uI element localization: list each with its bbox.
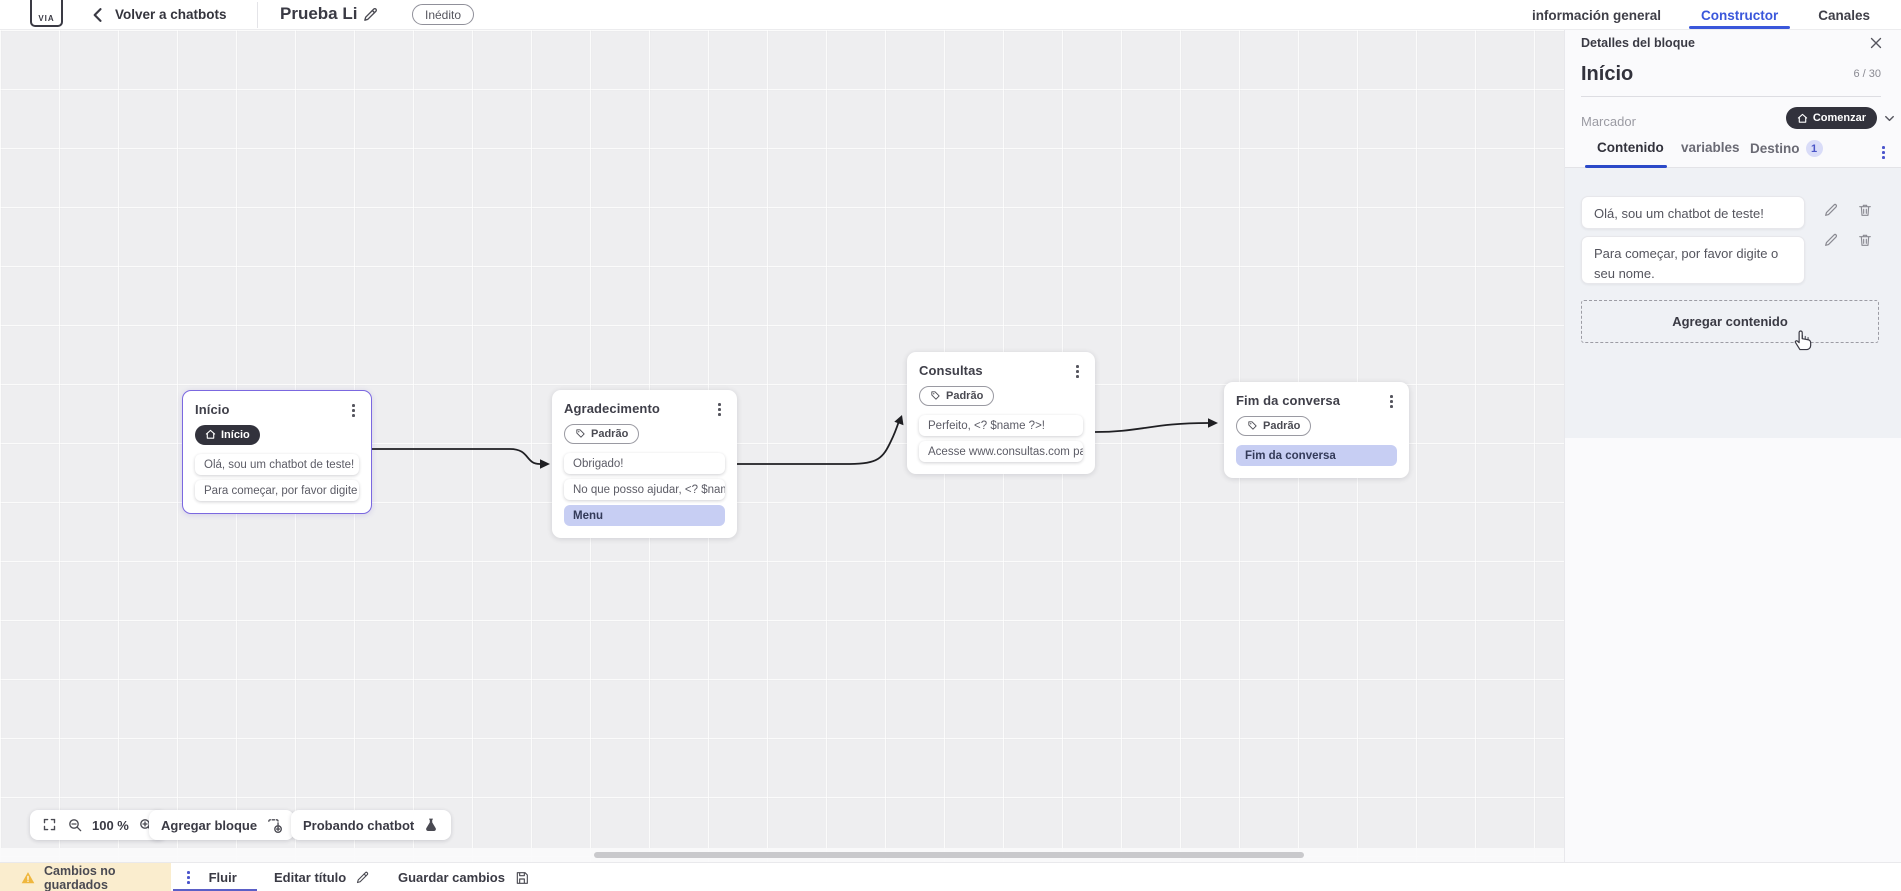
content-item[interactable]: Para começar, por favor digite o seu nom… — [1581, 236, 1805, 284]
tab-constructor[interactable]: Constructor — [1688, 0, 1791, 30]
topbar-divider — [257, 2, 258, 28]
warning-icon — [20, 870, 36, 886]
zoom-toolbar: 100 % — [30, 810, 166, 840]
node-menu-icon[interactable] — [348, 402, 359, 419]
node-title: Início — [195, 402, 230, 417]
unsaved-changes-badge: Cambios no guardados — [0, 863, 171, 891]
status-bar: Cambios no guardados Fluir Editar título… — [0, 862, 1901, 891]
back-button[interactable] — [88, 5, 108, 25]
node-menu-icon[interactable] — [714, 401, 725, 418]
node-title: Agradecimento — [564, 401, 660, 416]
add-content-button[interactable]: Agregar contenido — [1581, 300, 1879, 343]
main-tabs: información general Constructor Canales — [1526, 0, 1876, 30]
home-icon — [1797, 113, 1808, 124]
node-end-row[interactable]: Fim da conversa — [1236, 445, 1397, 467]
save-changes-button[interactable]: Guardar cambios — [398, 863, 529, 891]
flask-icon — [423, 817, 439, 833]
back-label[interactable]: Volver a chatbots — [115, 7, 227, 22]
edit-title-button[interactable]: Editar título — [274, 863, 370, 891]
edge-inicio-agradecimento — [371, 448, 541, 465]
flow-menu-icon[interactable] — [183, 869, 194, 886]
node-type-badge: Padrão — [919, 385, 995, 406]
edit-title-icon[interactable] — [362, 6, 379, 23]
test-chatbot-label: Probando chatbot — [303, 817, 415, 833]
app-logo[interactable]: VIA — [30, 0, 63, 27]
canvas-horizontal-scrollbar[interactable] — [594, 852, 1304, 858]
node-title: Consultas — [919, 363, 983, 378]
node-inicio[interactable]: Início Início Olá, sou um chatbot de tes… — [182, 390, 372, 515]
tab-variables[interactable]: variables — [1681, 140, 1740, 155]
top-bar: VIA Volver a chatbots Prueba Li Inédito … — [0, 0, 1901, 30]
test-chatbot-button[interactable]: Probando chatbot — [291, 810, 452, 840]
flow-canvas[interactable]: Início Início Olá, sou um chatbot de tes… — [0, 30, 1564, 862]
node-menu-icon[interactable] — [1072, 363, 1083, 380]
close-icon[interactable] — [1867, 34, 1885, 52]
node-type-badge: Padrão — [564, 423, 640, 444]
edge-consultas-fim — [1094, 422, 1209, 433]
content-item[interactable]: Olá, sou um chatbot de teste! — [1581, 196, 1805, 229]
node-message-row[interactable]: Para começar, por favor digite o ... — [195, 480, 359, 502]
tag-icon — [930, 390, 941, 401]
node-consultas[interactable]: Consultas Padrão Perfeito, <? $name ?>! … — [907, 352, 1095, 475]
pencil-icon — [355, 870, 370, 885]
marker-value: Comenzar — [1812, 112, 1866, 124]
name-char-counter: 6 / 30 — [1853, 68, 1881, 80]
save-icon — [514, 870, 529, 885]
chevron-left-icon — [88, 5, 108, 25]
block-name-input[interactable]: Início — [1581, 63, 1634, 85]
node-message-row[interactable]: Olá, sou um chatbot de teste! — [195, 454, 359, 476]
active-tab-underline — [1585, 165, 1667, 168]
marker-select[interactable]: Comenzar — [1785, 107, 1877, 129]
node-title: Fim da conversa — [1236, 393, 1341, 408]
bot-title: Prueba Li — [280, 4, 358, 23]
node-message-row[interactable]: Obrigado! — [564, 453, 725, 475]
tab-contenido[interactable]: Contenido — [1597, 140, 1664, 155]
node-menu-icon[interactable] — [1386, 393, 1397, 410]
fullscreen-icon[interactable] — [42, 817, 58, 833]
tab-fluir[interactable]: Fluir — [173, 863, 257, 891]
marker-label: Marcador — [1581, 114, 1636, 129]
node-menu-row[interactable]: Menu — [564, 505, 725, 527]
status-badge: Inédito — [412, 4, 475, 25]
panel-tabs: Contenido variables Destino 1 — [1565, 140, 1901, 168]
delete-content-icon[interactable] — [1857, 232, 1873, 248]
node-type-badge: Padrão — [1236, 415, 1312, 436]
zoom-level: 100 % — [92, 817, 129, 833]
tag-icon — [1247, 420, 1258, 431]
edit-content-icon[interactable] — [1823, 232, 1839, 248]
destino-count-badge: 1 — [1805, 140, 1823, 157]
node-message-row[interactable]: No que posso ajudar, <? $name ... — [564, 479, 725, 501]
name-input-underline — [1581, 96, 1881, 97]
node-type-badge: Início — [195, 424, 260, 445]
panel-menu-icon[interactable] — [1878, 144, 1889, 161]
add-block-icon — [266, 817, 283, 833]
home-icon — [205, 429, 216, 440]
flow-tab-label: Fluir — [208, 870, 237, 885]
node-message-row[interactable]: Acesse www.consultas.com par... — [919, 441, 1083, 463]
tag-icon — [575, 428, 586, 439]
node-message-row[interactable]: Perfeito, <? $name ?>! — [919, 415, 1083, 437]
zoom-out-icon[interactable] — [67, 817, 83, 833]
chevron-down-icon[interactable] — [1882, 111, 1897, 126]
add-block-button[interactable]: Agregar bloque — [149, 810, 295, 840]
tab-destino[interactable]: Destino 1 — [1750, 140, 1823, 157]
node-agradecimento[interactable]: Agradecimento Padrão Obrigado! No que po… — [552, 390, 737, 539]
delete-content-icon[interactable] — [1857, 202, 1873, 218]
node-fim-da-conversa[interactable]: Fim da conversa Padrão Fim da conversa — [1224, 382, 1409, 479]
panel-title: Detalles del bloque — [1581, 36, 1695, 50]
edit-content-icon[interactable] — [1823, 202, 1839, 218]
tab-canales[interactable]: Canales — [1818, 7, 1870, 23]
edge-agradecimento-consultas — [736, 420, 900, 465]
add-block-label: Agregar bloque — [161, 817, 258, 833]
unsaved-label: Cambios no guardados — [44, 863, 116, 891]
block-details-panel: Detalles del bloque Início 6 / 30 Marcad… — [1564, 30, 1901, 891]
tab-informacion-general[interactable]: información general — [1531, 7, 1661, 23]
